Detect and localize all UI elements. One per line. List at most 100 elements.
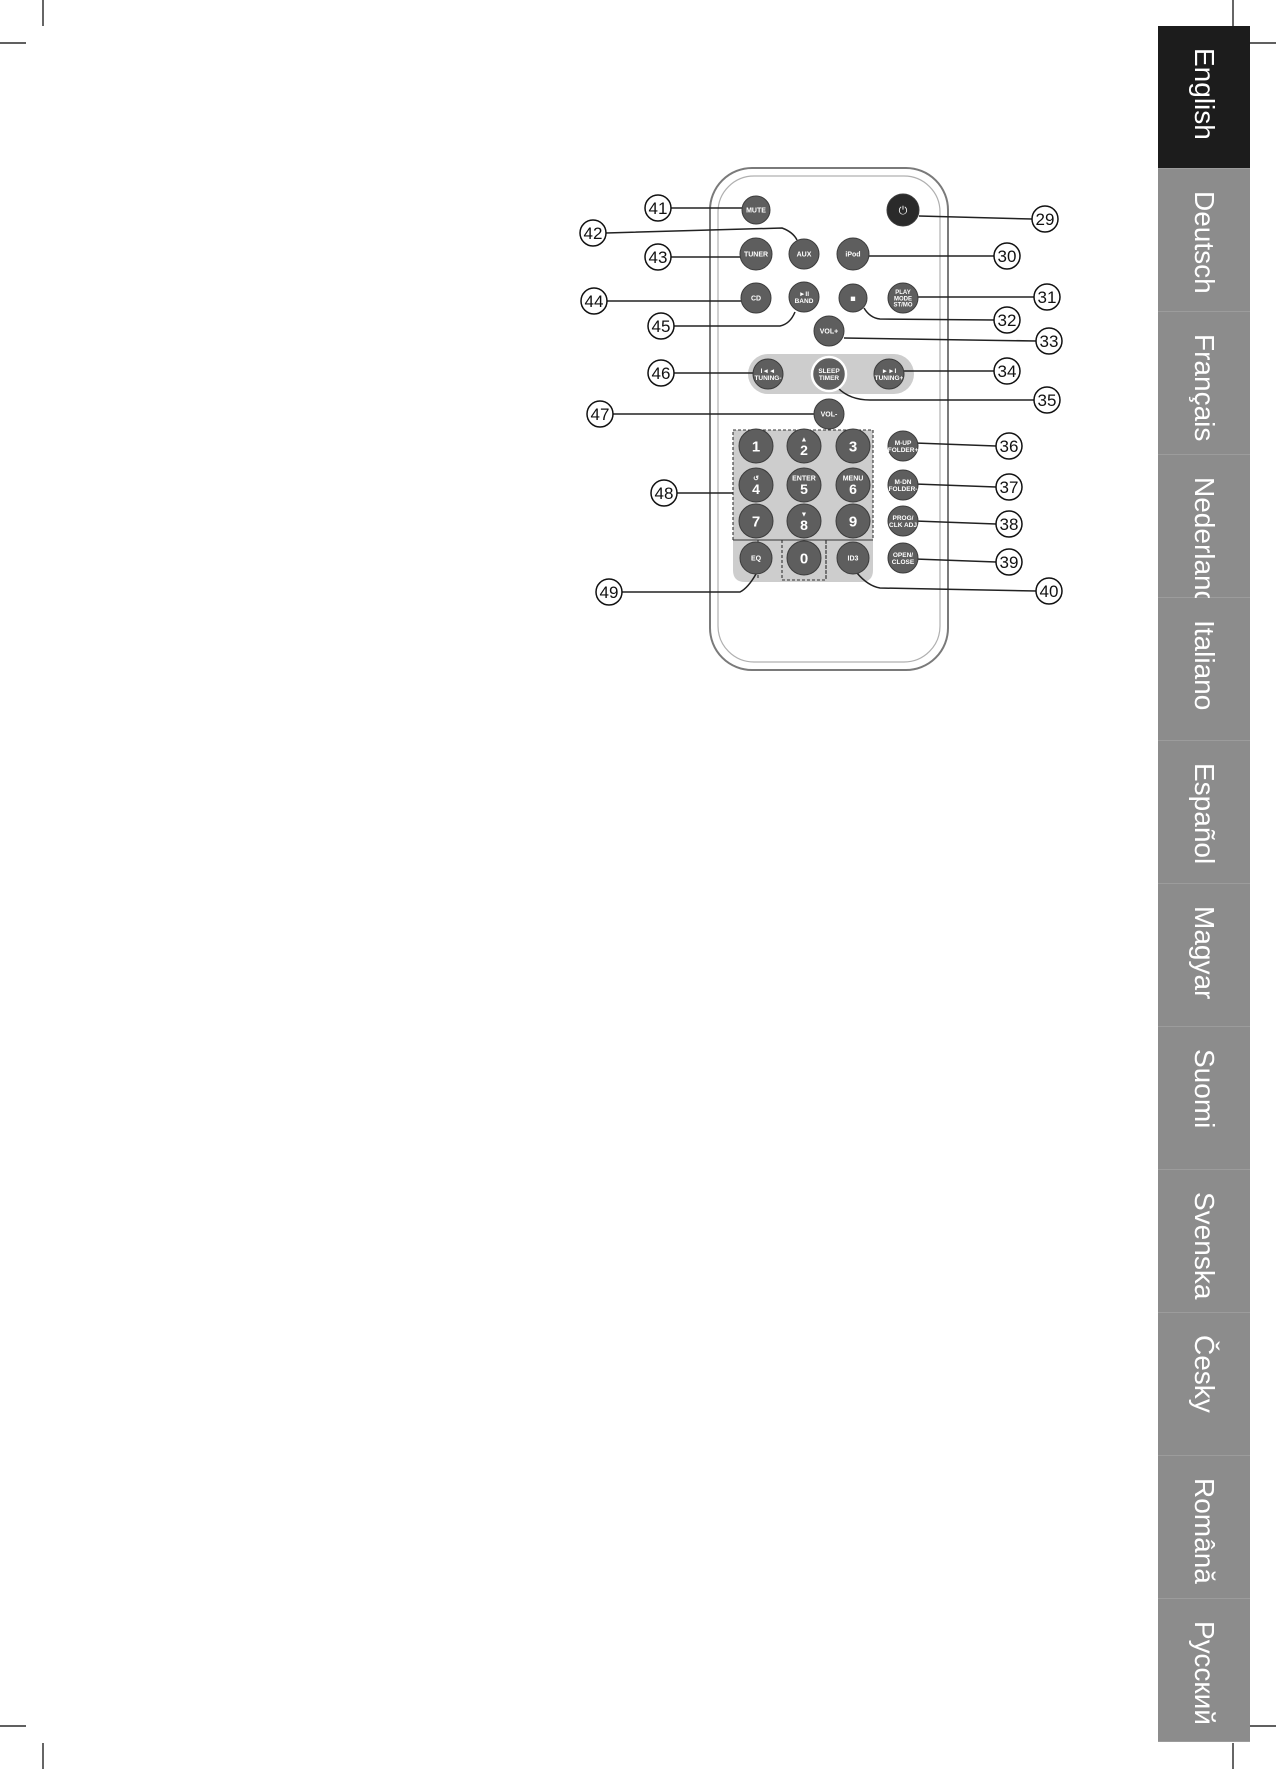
callout-34: 34 (993, 357, 1021, 385)
leader-line (863, 307, 995, 321)
language-tab-8[interactable]: Svenska (1158, 1170, 1250, 1313)
num-2-button[interactable]: ▲2 (786, 428, 822, 464)
vol-up-button[interactable]: VOL+ (813, 315, 845, 347)
callout-number: 43 (649, 248, 668, 267)
language-tab-5[interactable]: Español (1158, 741, 1250, 884)
m-dn-folder-label: M-DN (895, 479, 912, 486)
vol-down-button[interactable]: VOL- (813, 398, 845, 430)
open-close-button[interactable]: OPEN/CLOSE (887, 542, 919, 574)
num-1-button[interactable]: 1 (738, 428, 774, 464)
leader-line (918, 215, 1033, 220)
language-label: Español (1189, 763, 1220, 865)
num-0-label: 0 (800, 551, 808, 568)
m-up-folder-label: M-UP (895, 440, 912, 447)
tuner-label: TUNER (744, 252, 768, 259)
language-tab-10[interactable]: Română (1158, 1456, 1250, 1599)
language-tab-1[interactable]: Deutsch (1158, 169, 1250, 312)
num-4-label: 4 (752, 481, 760, 497)
tuner-button[interactable]: TUNER (739, 237, 773, 271)
num-7-button[interactable]: 7 (738, 503, 774, 539)
language-tab-11[interactable]: Русский (1158, 1599, 1250, 1742)
callout-46: 46 (647, 359, 675, 387)
callout-number: 32 (998, 311, 1017, 330)
vol-up-label: VOL+ (820, 329, 838, 336)
num-8-label: ▼ (801, 511, 808, 518)
eq-button[interactable]: EQ (739, 541, 773, 575)
callout-number: 35 (1038, 391, 1057, 410)
language-tab-3[interactable]: Nederlands (1158, 455, 1250, 620)
ipod-button[interactable]: iPod (836, 237, 870, 271)
num-4-button[interactable]: ↺4 (738, 467, 774, 503)
callout-number: 29 (1036, 210, 1055, 229)
num-2-label: 2 (800, 442, 808, 458)
id3-button[interactable]: ID3 (836, 541, 870, 575)
language-tab-6[interactable]: Magyar (1158, 884, 1250, 1027)
sleep-timer-label: SLEEP (818, 368, 840, 375)
language-label: Česky (1189, 1335, 1220, 1413)
num-5-label: 5 (800, 481, 808, 497)
num-1-label: 1 (752, 439, 760, 456)
callout-number: 48 (655, 484, 674, 503)
language-label: Svenska (1189, 1192, 1220, 1300)
language-tab-0[interactable]: English (1158, 26, 1250, 169)
leader-line (914, 483, 997, 488)
language-label: Deutsch (1189, 191, 1220, 294)
aux-button[interactable]: AUX (788, 238, 820, 270)
callout-39: 39 (995, 548, 1023, 576)
mute-button[interactable]: MUTE (741, 195, 771, 225)
callout-43: 43 (644, 243, 672, 271)
play-band-label: ►II (799, 291, 809, 298)
callout-48: 48 (650, 479, 678, 507)
num-0-button[interactable]: 0 (786, 540, 822, 576)
ipod-label: iPod (845, 252, 860, 259)
power-button[interactable]: ⏻ (886, 193, 920, 227)
callout-31: 31 (1033, 283, 1061, 311)
num-5-label: ENTER (792, 475, 816, 482)
language-tab-7[interactable]: Suomi (1158, 1027, 1250, 1170)
num-8-button[interactable]: ▼8 (786, 503, 822, 539)
prev-tuning-button[interactable]: I◄◄TUNING- (752, 358, 784, 390)
callout-number: 36 (1000, 437, 1019, 456)
callout-number: 47 (591, 405, 610, 424)
leader-line (856, 572, 1037, 592)
callout-number: 44 (585, 292, 604, 311)
prog-clk-adj-button[interactable]: PROG/CLK ADJ (887, 505, 919, 537)
prog-clk-adj-label: CLK ADJ (889, 522, 917, 529)
stop-label: ■ (850, 293, 855, 303)
language-tab-9[interactable]: Česky (1158, 1313, 1250, 1456)
language-tab-2[interactable]: Français (1158, 312, 1250, 455)
num-3-button[interactable]: 3 (835, 428, 871, 464)
callout-36: 36 (995, 432, 1023, 460)
callout-45: 45 (647, 312, 675, 340)
leader-line (914, 520, 997, 525)
aux-label: AUX (797, 252, 812, 259)
num-9-button[interactable]: 9 (835, 503, 871, 539)
callout-number: 34 (998, 362, 1017, 381)
callout-number: 46 (652, 364, 671, 383)
callout-41: 41 (644, 194, 672, 222)
zero-area (781, 539, 827, 581)
leader-line (622, 573, 757, 593)
num-3-label: 3 (849, 439, 857, 456)
cd-button[interactable]: CD (740, 282, 772, 314)
num-6-label: MENU (843, 475, 864, 482)
num-7-label: 7 (752, 514, 760, 531)
callout-44: 44 (580, 287, 608, 315)
callout-30: 30 (993, 242, 1021, 270)
language-tab-4[interactable]: Italiano (1158, 598, 1250, 741)
power-icon: ⏻ (899, 205, 908, 217)
language-label: Français (1189, 334, 1220, 442)
stop-button[interactable]: ■ (838, 283, 868, 313)
leader-line (837, 387, 1034, 401)
